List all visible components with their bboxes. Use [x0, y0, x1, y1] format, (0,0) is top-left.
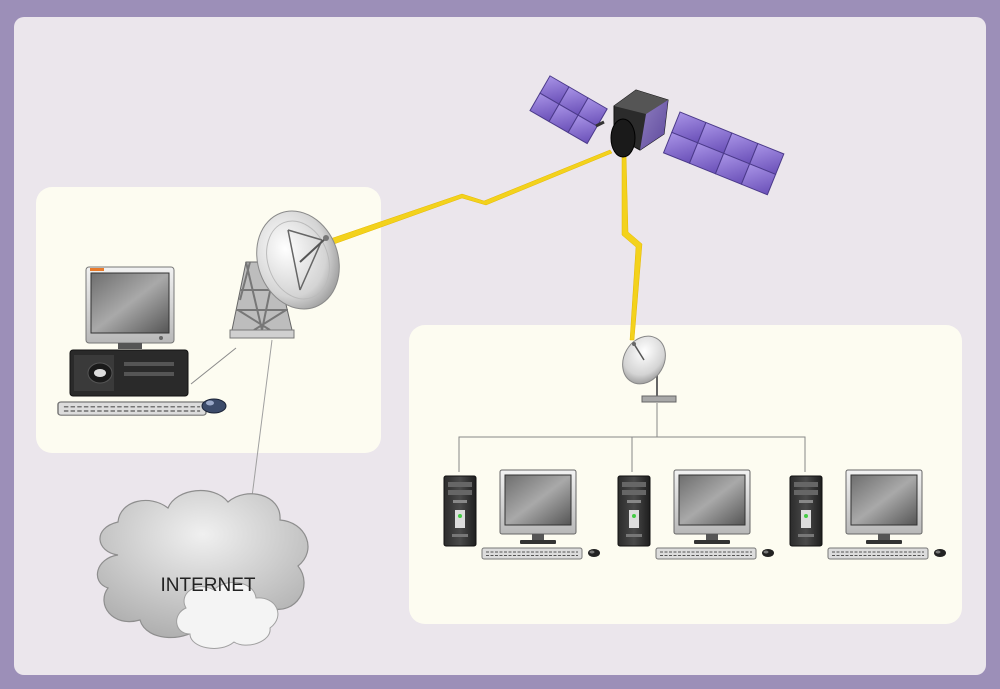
- lan-workstation-2: [617, 469, 774, 560]
- desktop-computer-icon: [673, 469, 751, 545]
- keyboard-icon: [827, 547, 929, 560]
- desktop-computer-icon: [499, 469, 577, 545]
- lan-workstation-3: [789, 469, 946, 560]
- tower-computer-icon: [443, 475, 477, 547]
- satellite-icon: [529, 75, 785, 196]
- internet-label: INTERNET: [161, 575, 256, 596]
- ground-station-dish-icon: [229, 210, 340, 339]
- keyboard-icon: [655, 547, 757, 560]
- tower-computer-icon: [789, 475, 823, 547]
- cloud-icon: INTERNET: [96, 489, 309, 649]
- desktop-computer-icon: [57, 266, 227, 416]
- downlink-signal: [621, 154, 643, 341]
- tower-computer-icon: [617, 475, 651, 547]
- keyboard-icon: [481, 547, 583, 560]
- satellite-dish-icon: [622, 335, 677, 403]
- lan-workstation-1: [443, 469, 600, 560]
- mouse-icon: [762, 549, 774, 557]
- mouse-icon: [934, 549, 946, 557]
- uplink-signal: [329, 149, 613, 245]
- desktop-computer-icon: [845, 469, 923, 545]
- mouse-icon: [588, 549, 600, 557]
- workstation-to-dish-link: [190, 347, 237, 385]
